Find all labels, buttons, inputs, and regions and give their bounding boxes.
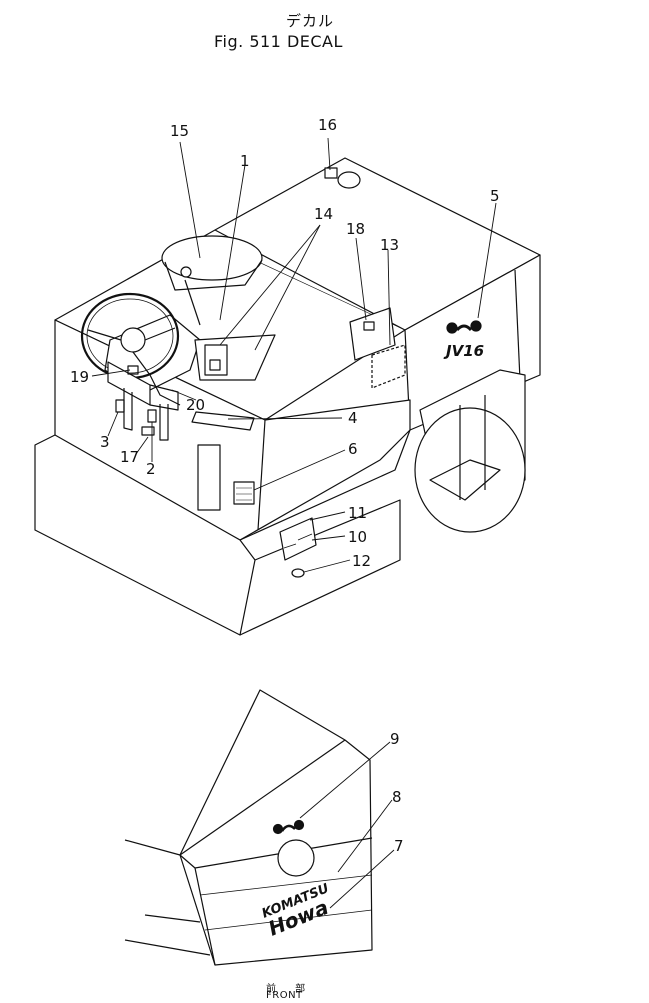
front-label-japanese: 前 部: [266, 984, 314, 995]
callout-12: 12: [352, 552, 371, 570]
figure-title: Fig. 511 DECAL: [214, 32, 343, 51]
callout-6: 6: [348, 440, 358, 458]
callout-18: 18: [346, 220, 365, 238]
front-bonnet: [124, 689, 373, 966]
callout-7: 7: [394, 837, 404, 855]
callout-14: 14: [314, 205, 333, 223]
callout-16: 16: [318, 116, 337, 134]
model-decal-text: JV16: [443, 342, 484, 360]
model-decal: JV16: [443, 320, 484, 360]
machine-body: [34, 157, 541, 636]
callout-8: 8: [392, 788, 402, 806]
callout-19: 19: [70, 368, 89, 386]
figure-title-japanese: デカル: [286, 12, 335, 30]
front-logo-decal: [272, 819, 305, 835]
callout-1: 1: [240, 152, 250, 170]
callout-20: 20: [186, 396, 205, 414]
leader-lines-lower: [299, 741, 395, 909]
callout-10: 10: [348, 528, 367, 546]
callout-17: 17: [120, 448, 139, 466]
callout-9: 9: [390, 730, 400, 748]
callout-5: 5: [490, 187, 500, 205]
callout-15: 15: [170, 122, 189, 140]
callout-13: 13: [380, 236, 399, 254]
front-label: FRONT: [266, 990, 303, 1001]
callout-4: 4: [348, 409, 358, 427]
callout-3: 3: [100, 433, 110, 451]
callout-2: 2: [146, 460, 156, 478]
callout-11: 11: [348, 504, 367, 522]
leader-lines: [91, 137, 497, 573]
